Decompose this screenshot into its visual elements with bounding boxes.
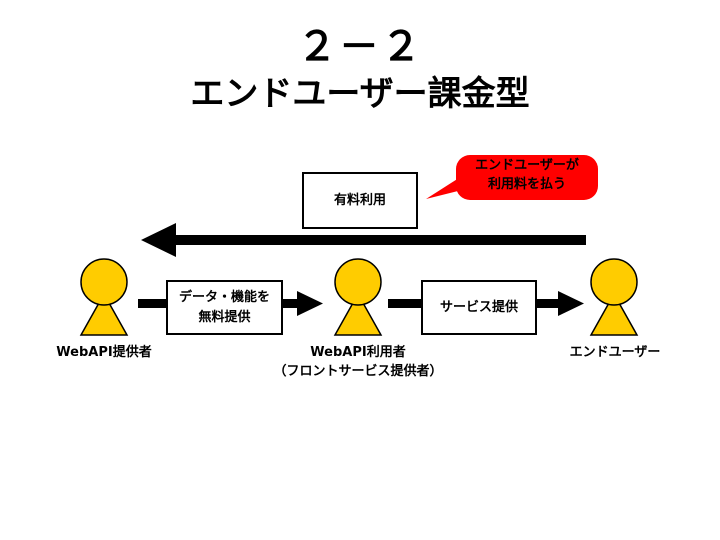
- provider-to-user-arrow: [138, 291, 323, 316]
- actor-figure-provider: [79, 258, 129, 336]
- actor-figure-api-user: [333, 258, 383, 336]
- actor-figure-end-user: [589, 258, 639, 336]
- user-to-enduser-arrow: [388, 291, 584, 316]
- slide-number: ２－２: [297, 24, 423, 70]
- callout-bubble: [426, 155, 598, 200]
- service-provision-box: サービス提供: [421, 280, 537, 335]
- payment-flow-arrow: [141, 223, 586, 257]
- provider-label: WebAPI提供者: [56, 345, 152, 360]
- callout-text: エンドユーザーが 利用料を払う: [475, 158, 579, 192]
- api-user-label: WebAPI利用者 （フロントサービス提供者）: [273, 345, 443, 379]
- paid-usage-box: 有料利用: [302, 172, 418, 229]
- free-data-box: データ・機能を 無料提供: [166, 280, 283, 335]
- slide-title: エンドユーザー課金型: [190, 74, 530, 114]
- end-user-label: エンドユーザー: [569, 345, 661, 360]
